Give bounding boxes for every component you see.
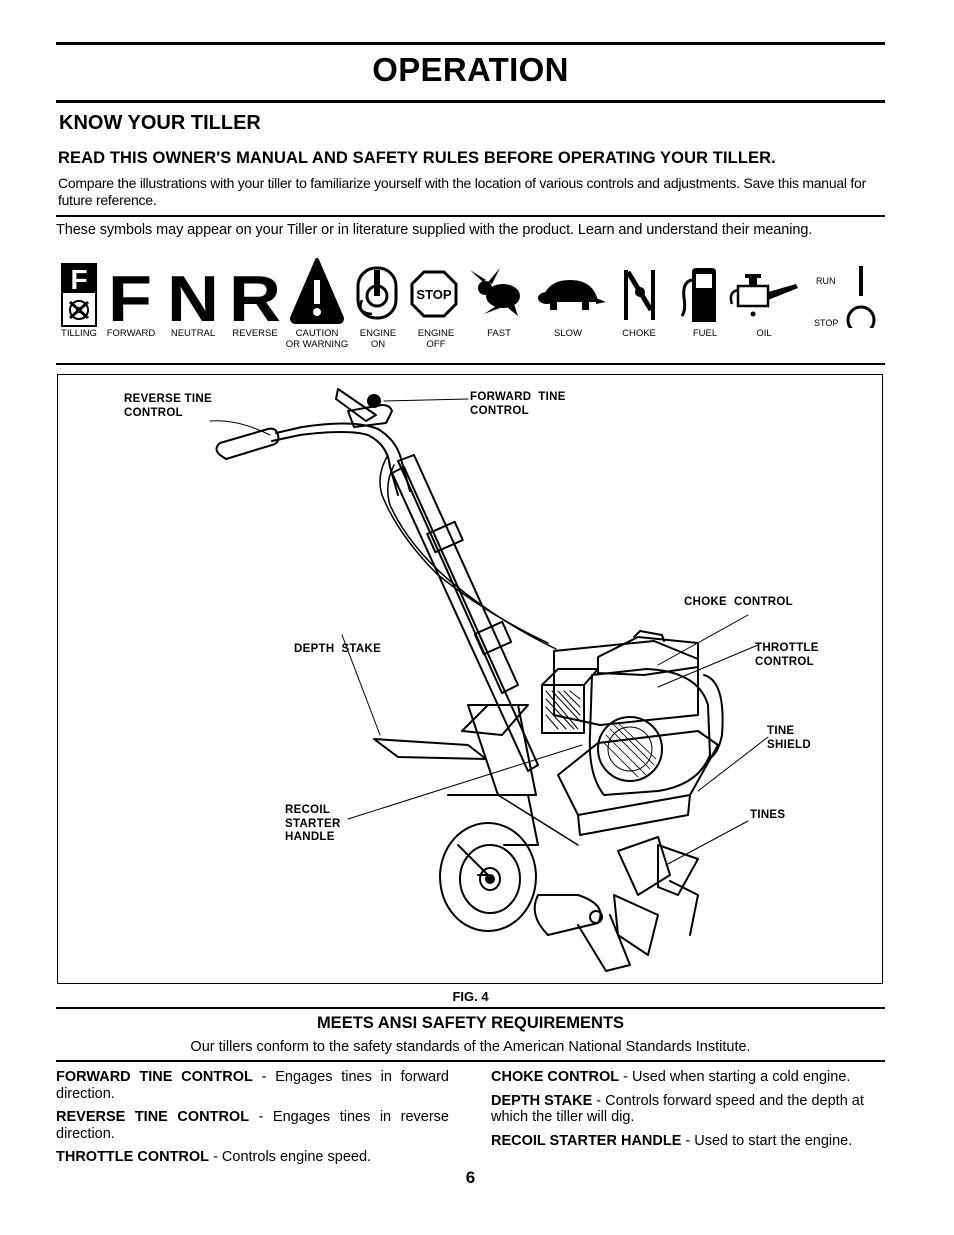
air-cleaner (541, 684, 585, 734)
rabbit-fast-icon (470, 268, 520, 316)
recoil-starter (597, 716, 663, 782)
def-throttle: THROTTLE CONTROL - Controls engine speed… (56, 1149, 372, 1165)
leader-depth-stake (341, 634, 381, 736)
label-forward-tine-control: FORWARD TINE CONTROL (470, 391, 566, 417)
def-reverse-tine: REVERSE TINE CONTROL - Engages tines in … (56, 1109, 449, 1142)
symbols-strip: F F N R STOP (61, 258, 876, 328)
definitions-left: FORWARD TINE CONTROL - Engages tines in … (56, 1069, 449, 1173)
intro-rule (56, 215, 885, 217)
label-recoil-starter-handle: RECOIL STARTER HANDLE (285, 804, 341, 843)
tiller-figure: REVERSE TINE CONTROL FORWARD TINE CONTRO… (57, 374, 883, 984)
leader-tines (665, 820, 749, 866)
caption-engine-off-line1: ENGINE (417, 328, 455, 339)
forward-tine-lever (367, 394, 381, 408)
caption-caution: CAUTION OR WARNING (286, 328, 348, 350)
caption-oil: OIL (756, 328, 772, 339)
label-tines: TINES (750, 809, 786, 821)
ansi-top-rule (56, 1007, 885, 1009)
caption-caution-line1: CAUTION (295, 328, 339, 339)
caption-engine-off: ENGINE OFF (418, 328, 454, 350)
label-tine-shield: TINE SHIELD (767, 725, 811, 751)
wheel (439, 822, 537, 932)
tiller-illustration (209, 388, 769, 972)
choke-icon (624, 270, 655, 320)
leader-throttle (657, 644, 759, 688)
reverse-r-letter: R (229, 262, 281, 328)
stop-sign-text: STOP (416, 287, 451, 302)
def-depth-stake: DEPTH STAKE - Controls forward speed and… (491, 1092, 864, 1126)
neutral-n-letter: N (167, 262, 219, 328)
tine-shield (557, 730, 719, 816)
symbols-rule (56, 363, 885, 365)
title-rule (56, 100, 885, 103)
caption-forward: FORWARD (106, 328, 156, 339)
tilling-icon: F (61, 263, 97, 327)
handle-grip (215, 427, 280, 460)
caption-tilling: TILLING (61, 328, 97, 339)
run-stop-icon: RUN STOP (814, 266, 876, 328)
caption-engine-on: ENGINE ON (360, 328, 396, 350)
caption-reverse: REVERSE (232, 328, 278, 339)
run-label: RUN (816, 276, 836, 286)
leader-tine-shield (697, 736, 769, 792)
leader-recoil (347, 744, 583, 820)
ansi-bottom-rule (56, 1060, 885, 1062)
forward-f-letter: F (108, 262, 152, 328)
manual-warning: READ THIS OWNER'S MANUAL AND SAFETY RULE… (58, 149, 776, 167)
ansi-text: Our tillers conform to the safety standa… (190, 1039, 751, 1055)
caution-icon (290, 258, 344, 324)
caption-fast: FAST (487, 328, 511, 339)
caption-engine-on-line1: ENGINE (359, 328, 397, 339)
leader-forward-tine (383, 398, 469, 402)
caption-engine-on-line2: ON (370, 339, 386, 350)
caption-fuel: FUEL (692, 328, 718, 339)
caption-neutral: NEUTRAL (170, 328, 216, 339)
figure-caption: FIG. 4 (452, 989, 489, 1004)
engine-block (553, 640, 699, 726)
caption-choke: CHOKE (622, 328, 656, 339)
top-rule (56, 42, 885, 45)
ansi-title: MEETS ANSI SAFETY REQUIREMENTS (316, 1014, 625, 1032)
section-title: KNOW YOUR TILLER (59, 112, 261, 134)
oil-can-icon (729, 274, 798, 317)
engine-on-icon (356, 266, 398, 320)
def-recoil-starter: RECOIL STARTER HANDLE - Used to start th… (491, 1132, 853, 1149)
page-number: 6 (465, 1168, 476, 1187)
label-depth-stake: DEPTH STAKE (294, 643, 382, 655)
caption-caution-line2: OR WARNING (285, 339, 349, 350)
label-throttle-control: THROTTLE CONTROL (755, 642, 819, 668)
label-reverse-tine-control: REVERSE TINE CONTROL (124, 393, 212, 419)
stop-sign-icon: STOP (410, 270, 458, 318)
symbols-intro: These symbols may appear on your Tiller … (56, 222, 813, 238)
fuel-pump-icon (680, 268, 716, 322)
stop-label: STOP (814, 318, 838, 328)
caption-slow: SLOW (554, 328, 582, 339)
caption-engine-off-line2: OFF (426, 339, 446, 350)
definitions-right: CHOKE CONTROL - Used when starting a col… (491, 1069, 885, 1156)
leader-choke (657, 614, 749, 666)
intro-text: Compare the illustrations with your till… (58, 175, 866, 208)
def-forward-tine: FORWARD TINE CONTROL - Engages tines in … (56, 1069, 449, 1102)
page-title: OPERATION (372, 51, 569, 88)
leader-reverse-tine (209, 420, 271, 436)
label-choke-control: CHOKE CONTROL (684, 596, 793, 608)
turtle-slow-icon (538, 280, 606, 310)
def-choke: CHOKE CONTROL - Used when starting a col… (491, 1069, 851, 1085)
tilling-f-letter: F (70, 264, 87, 295)
